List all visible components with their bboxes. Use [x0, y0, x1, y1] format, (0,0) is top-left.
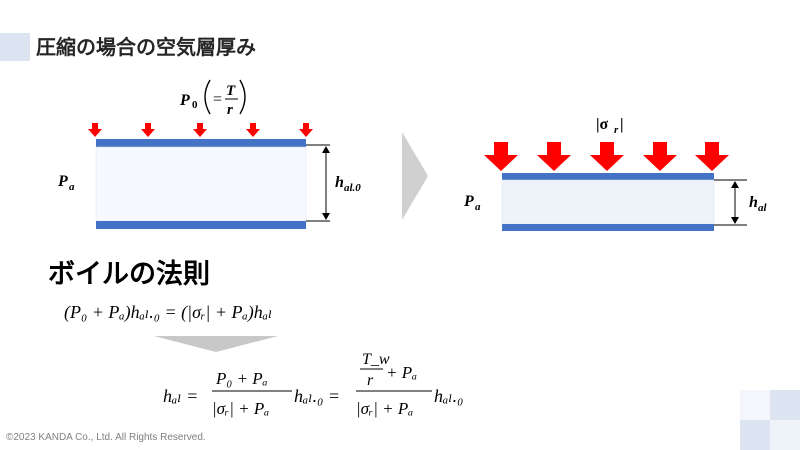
left-pressure-symbol: P — [179, 92, 190, 109]
mid-factor: hₐₗ.₀ = — [294, 386, 340, 406]
left-pressure-equals: = — [213, 91, 222, 108]
fraction2-denominator: |σᵣ| + Pₐ — [356, 399, 413, 418]
left-height-symbol: h — [335, 174, 344, 191]
right-bottom-plate — [502, 224, 714, 231]
left-air-layer — [95, 146, 307, 222]
right-stress-symbol: |σ — [596, 116, 609, 133]
page-title: 圧縮の場合の空気層厚み — [36, 35, 256, 59]
right-stress-subscript: r — [614, 124, 619, 136]
left-bottom-plate — [96, 221, 306, 229]
left-arrow-5 — [299, 123, 313, 137]
left-arrow-2 — [141, 123, 155, 137]
result-equation: hₐₗ = P₀ + Pₐ |σᵣ| + Pₐ hₐₗ.₀ = T_w r + … — [163, 351, 463, 418]
fraction2-numerator-top: T_w — [362, 351, 390, 368]
result-lhs: hₐₗ = — [163, 386, 198, 406]
right-height-symbol: h — [749, 194, 758, 211]
title-accent-block — [0, 33, 30, 61]
fraction1-denominator: |σᵣ| + Pₐ — [212, 399, 269, 418]
right-arrow-3 — [590, 142, 624, 171]
left-paren-open — [204, 79, 211, 115]
left-arrow-1 — [88, 123, 102, 137]
left-pressure-arrows — [88, 123, 313, 137]
right-pressure-arrows — [484, 142, 729, 171]
left-diagram: P 0 = T r h al.0 P a — [57, 79, 361, 229]
left-ambient-symbol: P — [57, 173, 68, 190]
right-ambient-subscript: a — [475, 201, 481, 213]
right-ambient-symbol: P — [463, 193, 474, 210]
right-dim-arrow-up — [731, 181, 739, 188]
corner-square-3 — [770, 420, 800, 450]
right-arrow-2 — [537, 142, 571, 171]
right-air-layer — [501, 179, 715, 225]
right-height-subscript: al — [758, 202, 768, 214]
left-top-plate — [96, 139, 306, 147]
left-dim-arrow-down — [322, 213, 330, 220]
left-ambient-subscript: a — [69, 181, 75, 193]
right-diagram: |σ r | h al P a — [463, 116, 768, 231]
end-factor: hₐₗ.₀ — [434, 386, 463, 406]
left-arrow-3 — [193, 123, 207, 137]
right-stress-close: | — [620, 116, 624, 133]
left-pressure-denominator: r — [227, 102, 233, 118]
copyright-text: ©2023 KANDA Co., Ltd. All Rights Reserve… — [6, 432, 206, 443]
left-dim-arrow-up — [322, 146, 330, 153]
fraction1-numerator: P₀ + Pₐ — [215, 369, 268, 388]
corner-square-4 — [740, 390, 770, 420]
right-arrow-4 — [643, 142, 677, 171]
left-pressure-subscript: 0 — [192, 99, 198, 111]
boyle-equation: (P₀ + Pₐ)hₐₗ.₀ = (|σᵣ| + Pₐ)hₐₗ — [64, 302, 272, 323]
left-pressure-numerator: T — [226, 83, 236, 99]
left-paren-close — [239, 79, 246, 115]
corner-square-2 — [740, 420, 770, 450]
section-title: ボイルの法則 — [48, 259, 210, 290]
right-arrow-1 — [484, 142, 518, 171]
left-height-subscript: al.0 — [344, 182, 361, 194]
fraction2-numerator-tail: + Pₐ — [386, 363, 417, 382]
left-arrow-4 — [246, 123, 260, 137]
right-top-plate — [502, 173, 714, 180]
transition-chevron — [402, 132, 428, 220]
right-dim-arrow-down — [731, 217, 739, 224]
fraction2-numerator-over: r — [367, 372, 374, 389]
corner-square-1 — [770, 390, 800, 420]
equation-transition-arrow — [154, 336, 278, 352]
right-arrow-5 — [695, 142, 729, 171]
